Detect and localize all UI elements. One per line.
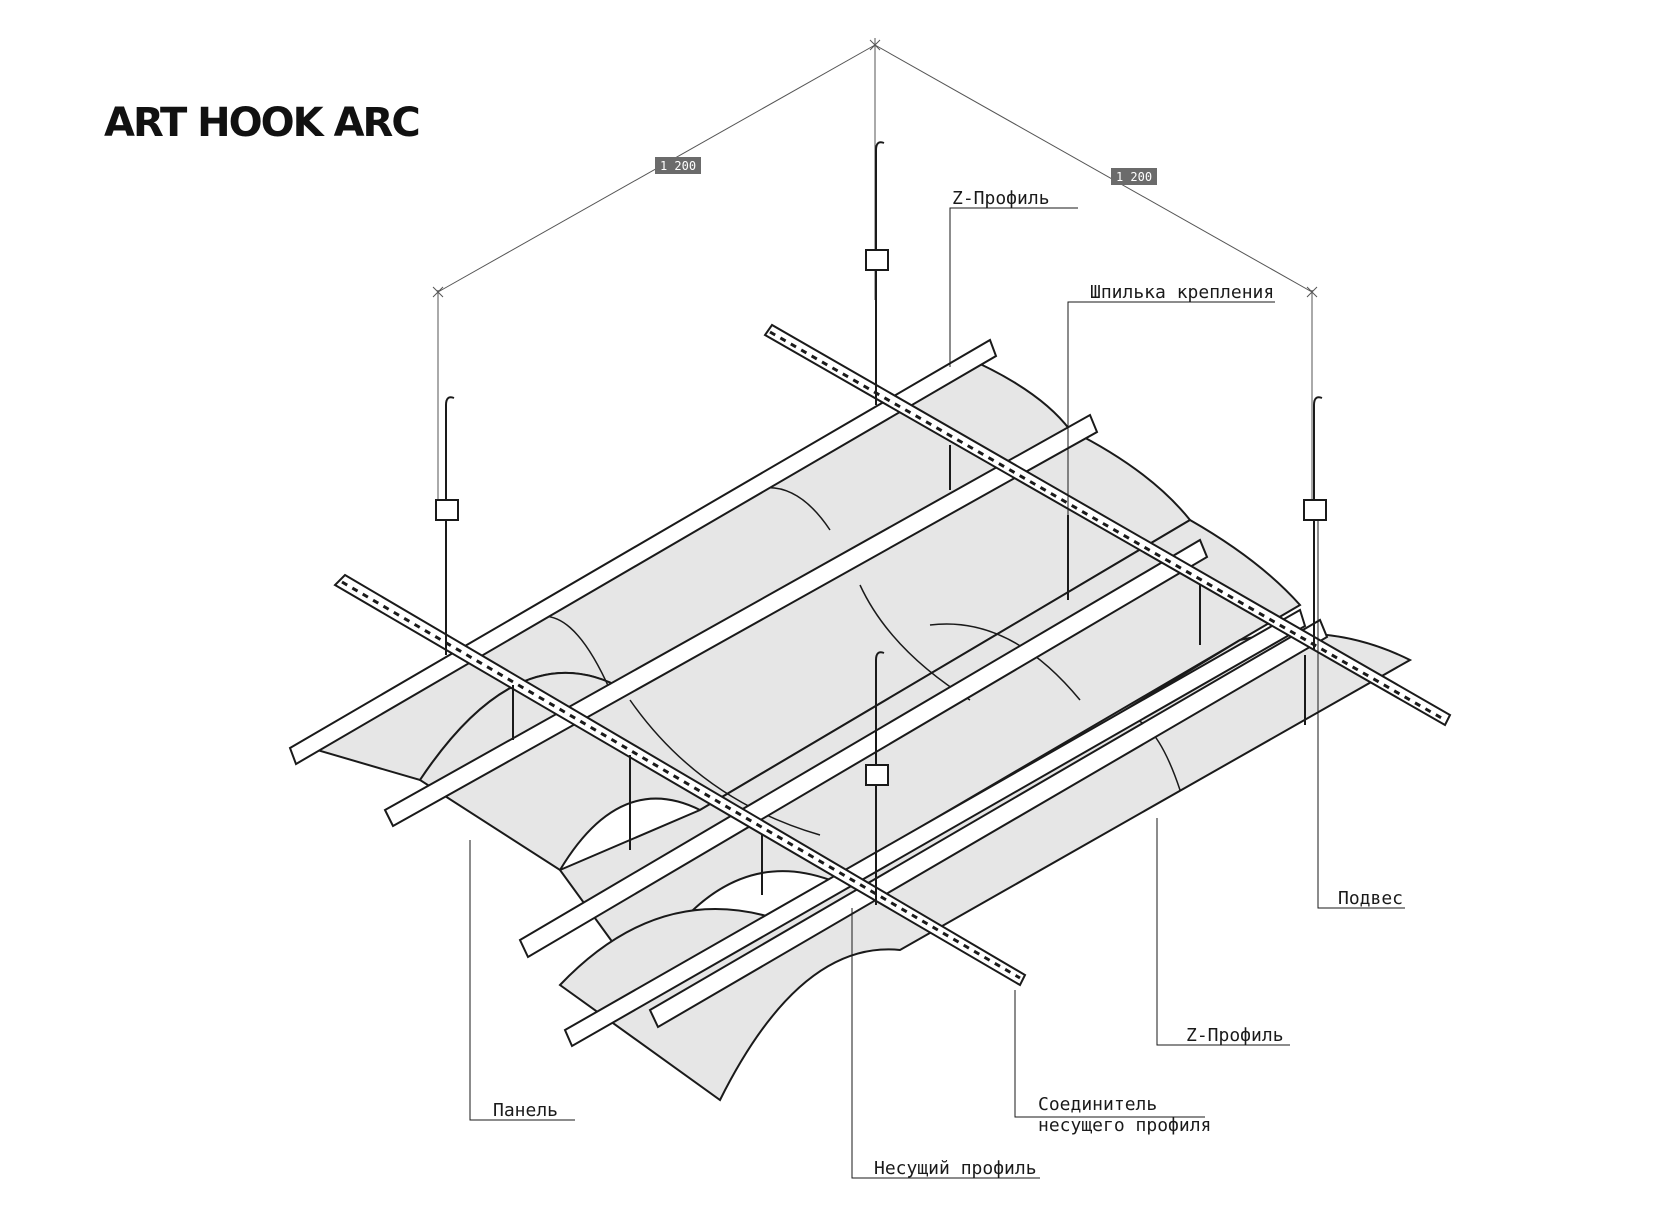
label-pin: Шпилька крепления [1090, 282, 1274, 303]
leader-lines [469, 207, 1405, 1179]
page-title: ART HOOK ARC [104, 100, 421, 146]
label-z-profile-bottom: Z-Профиль [1186, 1025, 1284, 1046]
label-panel: Панель [493, 1100, 558, 1121]
label-carrier: Несущий профиль [874, 1158, 1037, 1179]
dimension-left-text: 1 200 [660, 159, 696, 173]
dimension-right-text: 1 200 [1116, 170, 1152, 184]
label-connector-line1: Соединитель [1038, 1094, 1157, 1115]
dimension-badge-left: 1 200 [655, 157, 701, 174]
mounting-pins [512, 445, 1306, 895]
hangers [445, 141, 1323, 905]
hanger-clips [435, 249, 1327, 786]
label-hanger: Подвес [1338, 888, 1403, 909]
label-z-profile-top: Z-Профиль [952, 188, 1050, 209]
arched-panels [297, 355, 1413, 1102]
label-connector-line2: несущего профиля [1038, 1115, 1211, 1136]
dimension-badge-right: 1 200 [1111, 168, 1157, 185]
carrier-perforations [341, 330, 1446, 980]
